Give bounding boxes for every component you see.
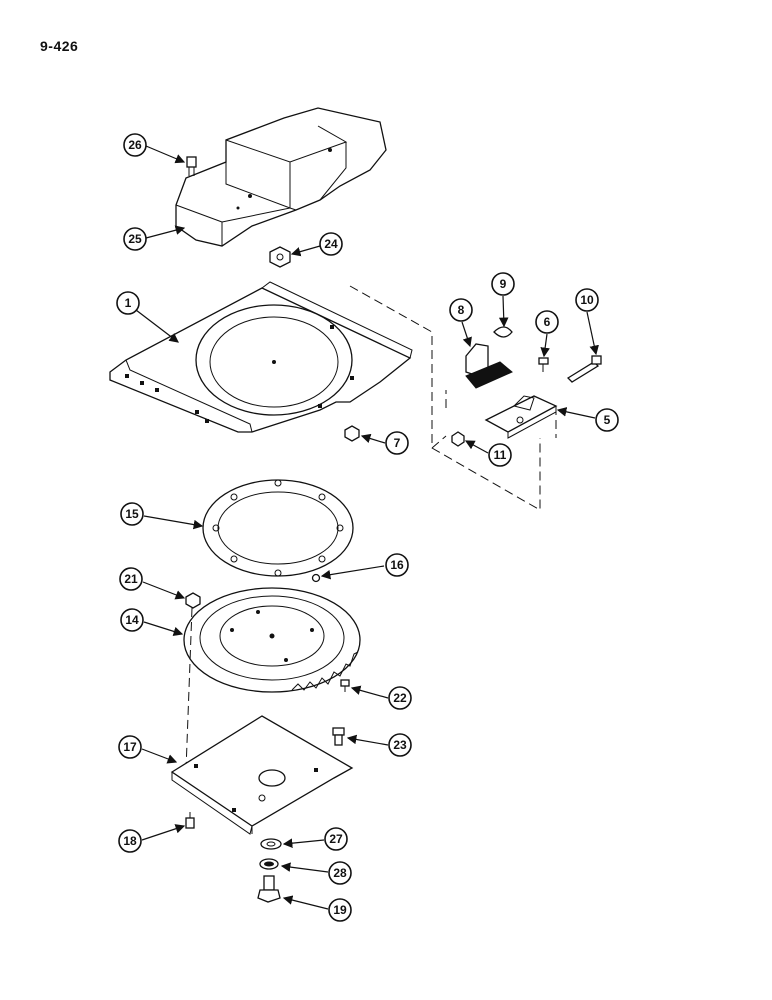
svg-text:25: 25 bbox=[128, 232, 142, 246]
svg-text:19: 19 bbox=[333, 903, 347, 917]
callout-24: 27 bbox=[324, 827, 348, 851]
callout-17: 17 bbox=[118, 735, 142, 759]
latch-bracket-part bbox=[484, 395, 558, 439]
svg-text:5: 5 bbox=[604, 413, 611, 427]
svg-text:21: 21 bbox=[124, 572, 138, 586]
callout-8: 8 bbox=[449, 298, 473, 322]
washer-25-part bbox=[259, 858, 279, 870]
svg-text:11: 11 bbox=[494, 448, 507, 462]
svg-text:14: 14 bbox=[125, 613, 139, 627]
upper-plate-part bbox=[109, 281, 413, 433]
bolt-10-part bbox=[566, 355, 602, 383]
svg-text:17: 17 bbox=[123, 740, 137, 754]
svg-text:26: 26 bbox=[128, 138, 142, 152]
callout-27: 25 bbox=[123, 227, 147, 251]
svg-text:16: 16 bbox=[390, 558, 404, 572]
svg-text:9: 9 bbox=[500, 277, 507, 291]
callout-6: 6 bbox=[535, 310, 559, 334]
nut-7-part bbox=[344, 425, 360, 442]
screw-18-part bbox=[185, 812, 195, 829]
svg-text:28: 28 bbox=[333, 866, 347, 880]
callout-19: 21 bbox=[119, 567, 143, 591]
svg-text:24: 24 bbox=[324, 237, 338, 251]
callout-28: 26 bbox=[123, 133, 147, 157]
nut-26-part bbox=[269, 246, 291, 268]
svg-text:18: 18 bbox=[123, 834, 137, 848]
callout-21: 22 bbox=[388, 686, 412, 710]
callout-1: 1 bbox=[116, 291, 140, 315]
screw-21-part bbox=[340, 679, 350, 692]
leader-lines bbox=[135, 145, 599, 910]
seat-cover-part bbox=[175, 107, 387, 247]
pivot-bolt-23-part bbox=[257, 875, 281, 903]
callout-9: 9 bbox=[491, 272, 515, 296]
gasket-ring-part bbox=[202, 479, 354, 577]
callout-18: 18 bbox=[118, 829, 142, 853]
svg-text:23: 23 bbox=[393, 738, 407, 752]
nut-19-part bbox=[185, 592, 201, 609]
callout-22: 23 bbox=[388, 733, 412, 757]
svg-text:6: 6 bbox=[544, 315, 551, 329]
svg-text:15: 15 bbox=[125, 507, 139, 521]
callout-5: 5 bbox=[595, 408, 619, 432]
assembly-boundary-line bbox=[349, 285, 557, 511]
callout-26: 24 bbox=[319, 232, 343, 256]
svg-text:10: 10 bbox=[580, 293, 594, 307]
callout-10: 10 bbox=[575, 288, 599, 312]
bolt-6-part bbox=[538, 357, 549, 372]
ball-16-part bbox=[311, 573, 321, 583]
callout-25: 28 bbox=[328, 861, 352, 885]
svg-text:27: 27 bbox=[329, 832, 343, 846]
callout-15: 15 bbox=[120, 502, 144, 526]
page-number: 9-426 bbox=[40, 38, 79, 54]
swivel-gear-plate-part bbox=[183, 587, 361, 693]
bolt-22-part bbox=[332, 727, 345, 746]
washer-24-part bbox=[260, 838, 282, 850]
svg-text:7: 7 bbox=[394, 436, 401, 450]
svg-text:1: 1 bbox=[125, 296, 132, 310]
screw-28-part bbox=[186, 156, 197, 176]
svg-text:22: 22 bbox=[393, 691, 407, 705]
callout-11: 11 bbox=[488, 443, 512, 467]
latch-lever-part bbox=[465, 326, 513, 389]
callout-7: 7 bbox=[385, 431, 409, 455]
callout-23: 19 bbox=[328, 898, 352, 922]
nut-11-part bbox=[451, 431, 465, 447]
callout-14: 14 bbox=[120, 608, 144, 632]
callout-16: 16 bbox=[385, 553, 409, 577]
lower-base-plate-part bbox=[170, 715, 354, 835]
svg-text:8: 8 bbox=[458, 303, 465, 317]
